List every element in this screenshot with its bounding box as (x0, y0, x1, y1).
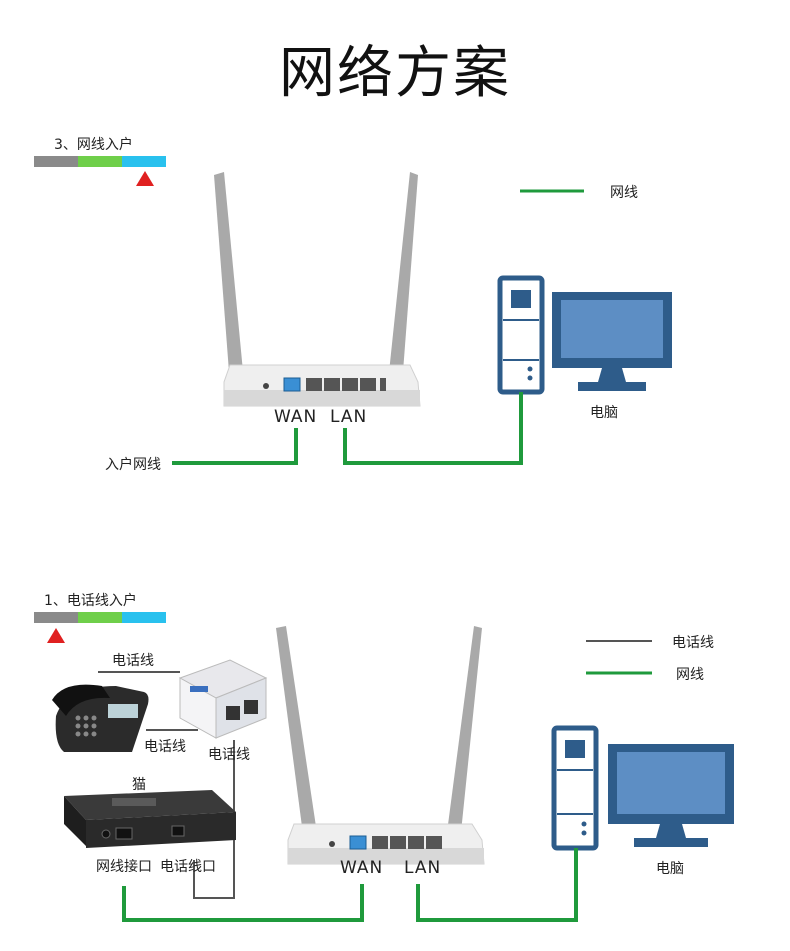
lan-to-pc-cable (416, 848, 578, 922)
router-icon (276, 626, 485, 865)
step-segment-gray (34, 156, 78, 167)
scheme-b-drawing (47, 626, 734, 922)
router-icon (214, 172, 421, 407)
phone-line-label: 电话线 (144, 739, 186, 755)
step-segment-cyan (122, 612, 166, 623)
computer-icon (497, 275, 672, 395)
telephone-icon (52, 684, 149, 752)
modem-label: 猫 (132, 777, 146, 793)
step-label: 1、电话线入户 (44, 593, 137, 609)
pc-label: 电脑 (590, 405, 618, 421)
splitter-icon (178, 659, 268, 739)
wan-label: WAN (274, 407, 318, 427)
modem-network-port-label: 网线接口 (96, 859, 152, 875)
step-segment-green (78, 156, 122, 167)
step-segment-gray (34, 612, 78, 623)
legend-network-label: 网线 (676, 667, 704, 683)
wan-incoming-cable (172, 428, 298, 465)
legend-phone-label: 电话线 (672, 635, 714, 651)
step-label: 3、网线入户 (54, 137, 133, 153)
step-segment-green (78, 612, 122, 623)
splitter-output-label: 电话线 (208, 747, 250, 763)
lan-label: LAN (330, 407, 368, 427)
scheme-network-cable: 3、网线入户 (12, 120, 780, 500)
splitter-input-label: 电话线 (112, 653, 154, 669)
step-marker-icon (47, 628, 65, 643)
step-progress-bar (34, 156, 166, 167)
modem-icon (64, 790, 236, 848)
incoming-cable-label: 入户网线 (105, 457, 161, 473)
scheme-a-drawing (136, 171, 672, 465)
computer-icon (551, 725, 734, 851)
step-marker-icon (136, 171, 154, 186)
scheme-phone-line: 1、电话线入户 (12, 568, 780, 951)
lan-label: LAN (404, 858, 442, 878)
lan-to-pc-cable (343, 392, 523, 465)
step-progress-bar (34, 612, 166, 623)
legend-network-label: 网线 (610, 185, 638, 201)
step-segment-cyan (122, 156, 166, 167)
modem-phone-port-label: 电话线口 (160, 859, 216, 875)
modem-to-wan-cable (122, 884, 364, 922)
pc-label: 电脑 (656, 861, 684, 877)
page-title: 网络方案 (279, 41, 511, 106)
wan-label: WAN (340, 858, 384, 878)
